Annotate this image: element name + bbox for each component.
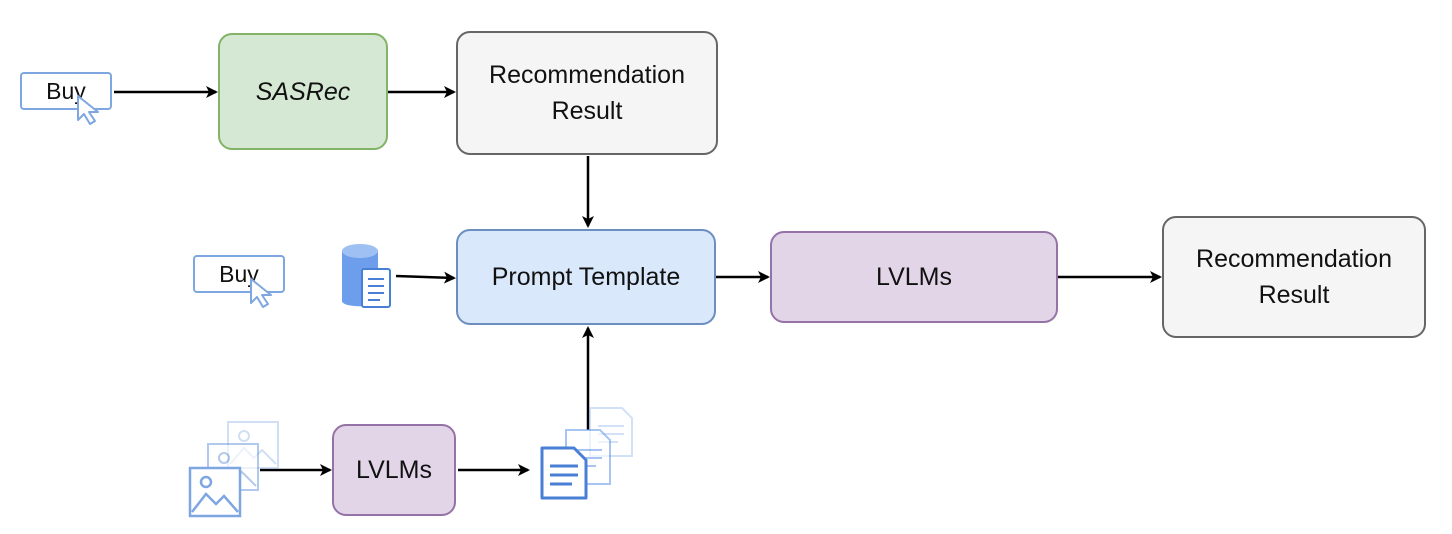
cursor-icon (77, 95, 99, 125)
cursor-icon (250, 278, 272, 308)
lvlms-bottom-box: LVLMs (332, 424, 456, 516)
edge-database-to-prompt (395, 271, 456, 284)
document-stack-icon (540, 407, 633, 500)
buy-button-middle[interactable]: Buy (193, 255, 285, 293)
prompt-template-box: Prompt Template (456, 229, 716, 325)
database-icon (342, 244, 391, 308)
buy-button-top[interactable]: Buy (20, 72, 112, 110)
lvlms-bottom-label: LVLMs (356, 456, 432, 484)
recommendation-result-top-label: Recommendation Result (489, 61, 685, 125)
sasrec-box: SASRec (218, 33, 388, 150)
sasrec-label: SASRec (255, 77, 351, 106)
prompt-template-label: Prompt Template (491, 263, 681, 291)
image-stack-icon (188, 421, 279, 518)
recommendation-result-top-box: Recommendation Result (456, 31, 718, 155)
lvlms-main-box: LVLMs (770, 231, 1058, 323)
recommendation-result-right-label: Recommendation Result (1196, 245, 1392, 309)
lvlms-main-label: LVLMs (876, 263, 952, 291)
recommendation-result-right-box: Recommendation Result (1162, 216, 1426, 338)
